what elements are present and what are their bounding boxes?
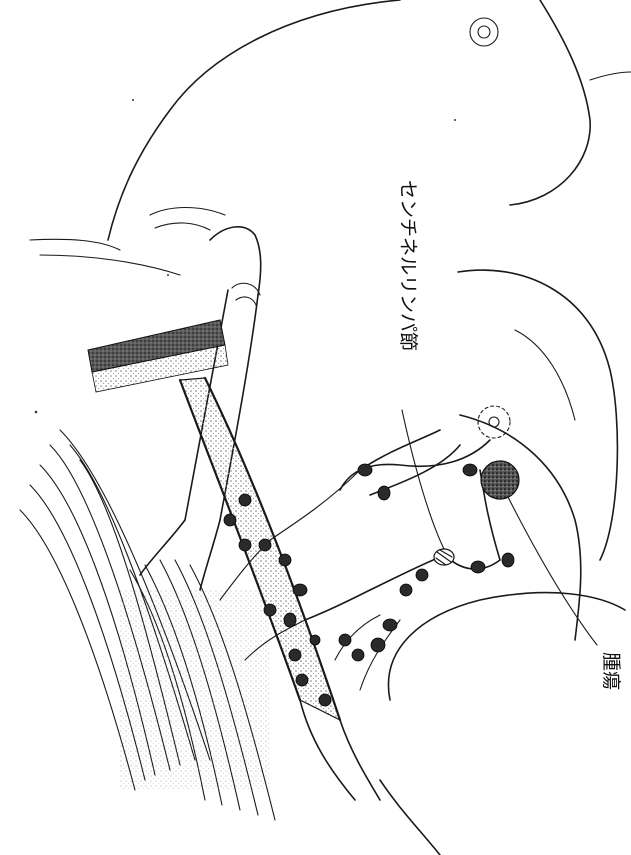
head-outline xyxy=(30,0,631,275)
tumor-leader-line xyxy=(508,497,597,645)
tumor-label-group: 腫瘍 xyxy=(600,652,622,690)
tumor-label: 腫瘍 xyxy=(600,652,622,690)
sentinel-node-icon xyxy=(434,549,454,565)
sentinel-node-label-group: センチネルリンパ節 xyxy=(397,180,419,351)
ear-mark-icon xyxy=(470,18,498,46)
sentinel-node-label: センチネルリンパ節 xyxy=(397,180,419,351)
tumor-icon xyxy=(481,461,519,499)
